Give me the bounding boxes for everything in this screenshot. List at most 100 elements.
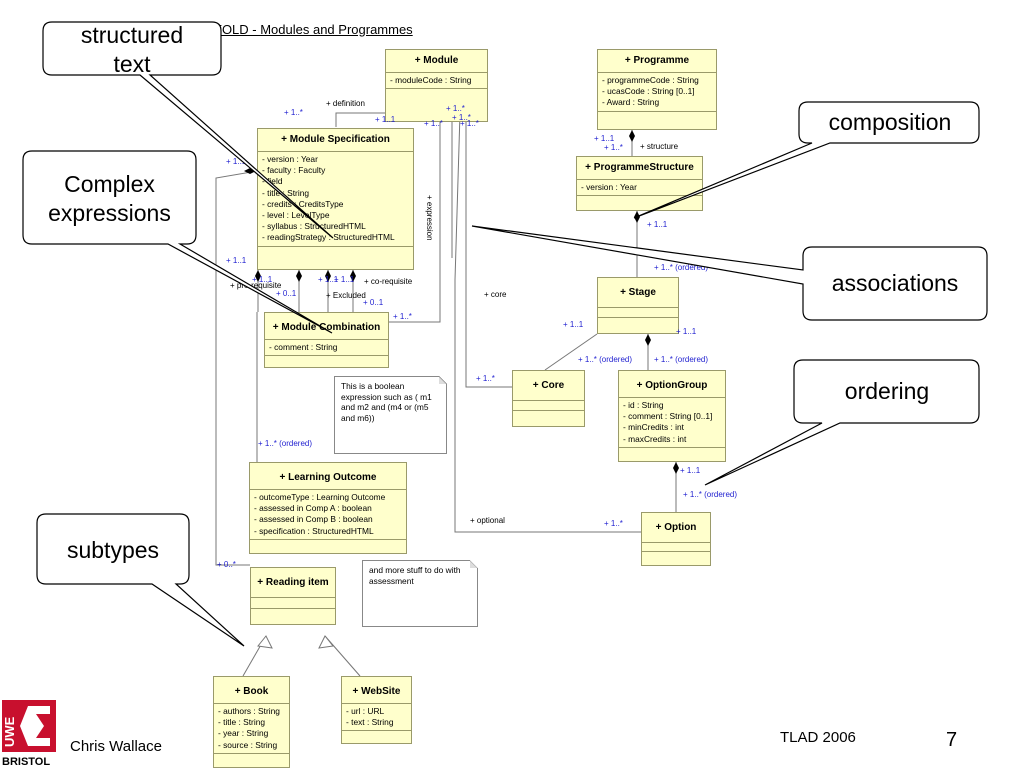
attribute: - comment : String: [269, 342, 338, 352]
attribute: - url : URL: [346, 706, 385, 716]
multiplicity: + 1..1: [334, 275, 355, 284]
class-name: + OptionGroup: [619, 371, 725, 398]
attribute: - moduleCode : String: [390, 75, 472, 85]
attribute: - specification : StructuredHTML: [254, 525, 374, 536]
callout-associations: associations: [831, 270, 959, 296]
class-name: + Stage: [598, 278, 678, 308]
author-name: Chris Wallace: [70, 738, 162, 755]
attribute: - readingStrategy : StructuredHTML: [262, 232, 395, 243]
multiplicity: + 1..*: [446, 104, 465, 113]
attribute: - credits : CreditsType: [262, 198, 344, 209]
class-attributes: - version : Year - faculty : Faculty - f…: [258, 152, 413, 247]
multiplicity: + 1..* (ordered): [654, 355, 709, 364]
multiplicity: + 1..*: [424, 119, 443, 128]
role-core: + core: [484, 290, 507, 299]
attribute: - programmeCode : String: [602, 75, 699, 85]
class-name: + WebSite: [342, 677, 411, 704]
multiplicity: + 1..*: [604, 519, 623, 528]
class-name: + Core: [513, 371, 584, 401]
class-programme-structure: + ProgrammeStructure - version : Year: [576, 156, 703, 211]
class-name: + Book: [214, 677, 289, 704]
attribute: - assessed in Comp B : boolean: [254, 514, 373, 525]
attribute: - level : LevelType: [262, 210, 330, 221]
multiplicity: + 0..1: [363, 298, 384, 307]
role-co-requisite: + co-requisite: [364, 277, 413, 286]
callout-complex-expressions: Complex expressions: [48, 171, 171, 226]
attribute: - source : String: [218, 739, 278, 750]
attribute: - minCredits : int: [623, 422, 684, 433]
role-definition: + definition: [326, 99, 365, 108]
multiplicity: + 1..*: [604, 143, 623, 152]
attribute: - title : String: [262, 187, 310, 198]
class-name: + Module: [386, 50, 487, 73]
attribute: - id : String: [623, 400, 664, 410]
attribute: - faculty : Faculty: [262, 165, 326, 176]
class-reading-item: + Reading item: [250, 567, 336, 625]
class-name: + Module Combination: [265, 313, 388, 340]
attribute: - version : Year: [262, 154, 318, 164]
class-name: + Option: [642, 513, 710, 543]
role-pre-requisite: + pre-requisite: [230, 281, 282, 290]
class-option-group: + OptionGroup - id : String - comment : …: [618, 370, 726, 462]
multiplicity: + 0..1: [276, 289, 297, 298]
uwe-bristol-logo: UWE BRISTOL: [2, 700, 56, 768]
attribute: - syllabus : StructuredHTML: [262, 221, 366, 232]
multiplicity: + 1..* (ordered): [683, 490, 738, 499]
role-excluded: + Excluded: [326, 291, 366, 300]
multiplicity: + 1..* (ordered): [578, 355, 633, 364]
callout-composition: composition: [828, 109, 952, 135]
class-attributes: - id : String - comment : String [0..1] …: [619, 398, 725, 448]
class-attributes: - moduleCode : String: [386, 73, 487, 90]
multiplicity: + 1..1: [680, 466, 701, 475]
attribute: - year : String: [218, 728, 269, 739]
class-name: + Learning Outcome: [250, 463, 406, 490]
attribute: - assessed in Comp A : boolean: [254, 503, 372, 514]
assessment-note: and more stuff to do with assessment: [362, 560, 478, 627]
multiplicity: + 1..1: [318, 275, 339, 284]
class-module-combination: + Module Combination - comment : String: [264, 312, 389, 368]
class-name: + Reading item: [251, 568, 335, 598]
class-module-specification: + Module Specification - version : Year …: [257, 128, 414, 270]
multiplicity: + 1..1: [647, 220, 668, 229]
attribute: - field: [262, 176, 283, 187]
attribute: - Award : String: [602, 97, 660, 108]
callout-composition-shape: [633, 101, 980, 219]
class-attributes: - authors : String - title : String - ye…: [214, 704, 289, 754]
multiplicity: + 1..*: [452, 113, 471, 122]
multiplicity: + 1..*: [460, 119, 479, 128]
callout-ordering-shape: [704, 359, 980, 486]
multiplicity: + 1..1: [252, 275, 273, 284]
multiplicity: + 1..1: [375, 115, 396, 124]
class-module: + Module - moduleCode : String: [385, 49, 488, 122]
multiplicity: + 1..*: [393, 312, 412, 321]
multiplicity: + 1..1: [676, 327, 697, 336]
multiplicity: + 1..*: [476, 374, 495, 383]
attribute: - text : String: [346, 717, 394, 728]
attribute: - maxCredits : int: [623, 433, 687, 444]
multiplicity: + 1..1: [563, 320, 584, 329]
role-structure: + structure: [640, 142, 679, 151]
multiplicity: + 1..1: [226, 157, 247, 166]
multiplicity: + 1..1: [226, 256, 247, 265]
logo-subtext: BRISTOL: [2, 756, 50, 768]
logo-text: UWE: [2, 716, 17, 747]
role-optional: + optional: [470, 516, 505, 525]
slide-title: FOLD - Modules and Programmes: [214, 22, 413, 37]
event-name: TLAD 2006: [780, 729, 856, 746]
multiplicity: + 0..*: [217, 560, 236, 569]
multiplicity: + 1..* (ordered): [654, 263, 709, 272]
class-option: + Option: [641, 512, 711, 566]
class-core: + Core: [512, 370, 585, 427]
callout-subtypes: subtypes: [66, 537, 160, 563]
class-name: + ProgrammeStructure: [577, 157, 702, 180]
class-attributes: - url : URL - text : String: [342, 704, 411, 732]
attribute: - comment : String [0..1]: [623, 411, 713, 422]
callout-complex-expressions-shape: [22, 150, 333, 334]
class-attributes: - comment : String: [265, 340, 388, 357]
class-attributes: - programmeCode : String - ucasCode : St…: [598, 73, 716, 112]
multiplicity: + 1..* (ordered): [258, 439, 313, 448]
attribute: - authors : String: [218, 706, 280, 716]
class-name: + Programme: [598, 50, 716, 73]
class-attributes: - version : Year: [577, 180, 702, 197]
